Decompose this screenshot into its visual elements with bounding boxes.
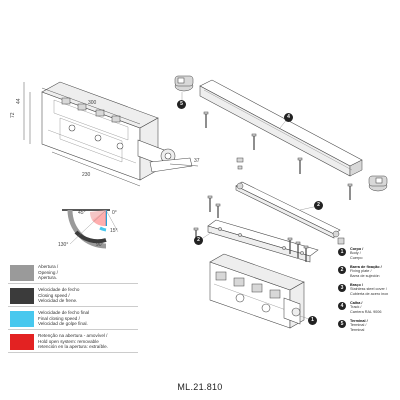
model-code: ML.21.810 [177, 382, 223, 392]
key-title-body: Corpo / [350, 247, 364, 251]
key-item-terminal: 5 Terminal / Terminal / Terminal [338, 319, 398, 335]
key-number-1: 1 [338, 248, 346, 256]
opening-angle-diagram [62, 209, 119, 249]
terminal-cap-right [368, 175, 388, 192]
key-number-4: 4 [338, 302, 346, 310]
closer-body-iso-drawing [23, 81, 199, 187]
key-title-fixing-plate: Barra de fixação / [350, 265, 382, 269]
plate-screws [193, 195, 345, 262]
angle-label-max: 130° [58, 242, 68, 248]
track-screws [203, 111, 353, 200]
track-rail [199, 79, 363, 177]
dim-depth: 44 [16, 98, 22, 104]
angle-label-small: 15° [110, 228, 118, 234]
callout-2-arm: 2 [314, 201, 323, 210]
angle-label-zero: 0° [112, 210, 117, 216]
legend-text-hold-open: Retenção na abertura - amovível /Hold op… [38, 333, 108, 350]
callout-4: 4 [284, 113, 293, 122]
key-title-terminal: Terminal / [350, 319, 368, 323]
legend-swatch-hold-open [10, 334, 34, 350]
legend-swatch-final-closing [10, 311, 34, 327]
angle-label-ninety: 90° [96, 242, 104, 248]
arm [235, 181, 341, 239]
dim-height: 72 [10, 112, 16, 118]
callout-5: 5 [177, 100, 186, 109]
dim-top-width: 300 [88, 100, 97, 106]
angle-label-mid: 45° [78, 210, 86, 216]
parts-key: 1 Corpo / Body / Cuerpo 2 Barra de fixaç… [338, 247, 398, 337]
legend-item-hold-open: Retenção na abertura - amovível /Hold op… [8, 332, 138, 353]
key-item-track: 4 Calha / Track / Carriera RAL 9006 [338, 301, 398, 317]
dim-side-offset: 37 [194, 158, 200, 164]
legend-swatch-opening [10, 265, 34, 281]
callout-2-plate: 2 [194, 236, 203, 245]
legend-swatch-closing-speed [10, 288, 34, 304]
key-item-arm: 3 Braço / Stainless steel cover / Cubier… [338, 283, 398, 299]
key-item-fixing-plate: 2 Barra de fixação / Fixing plate / Barr… [338, 265, 398, 281]
key-item-body: 1 Corpo / Body / Cuerpo [338, 247, 398, 263]
legend-item-opening: Abertura /Opening /Apertura. [8, 263, 138, 284]
callout-1: 1 [308, 316, 317, 325]
key-title-track: Calha / [350, 301, 363, 305]
dim-overall-length: 230 [82, 172, 91, 178]
key-number-5: 5 [338, 320, 346, 328]
closer-body [209, 253, 305, 329]
key-number-3: 3 [338, 284, 346, 292]
key-number-2: 2 [338, 266, 346, 274]
legend-text-opening: Abertura /Opening /Apertura. [38, 264, 59, 281]
terminal-cap-left [174, 75, 194, 92]
color-legend: Abertura /Opening /Apertura. Velocidade … [8, 263, 138, 355]
key-title-arm: Braço / [350, 283, 363, 287]
